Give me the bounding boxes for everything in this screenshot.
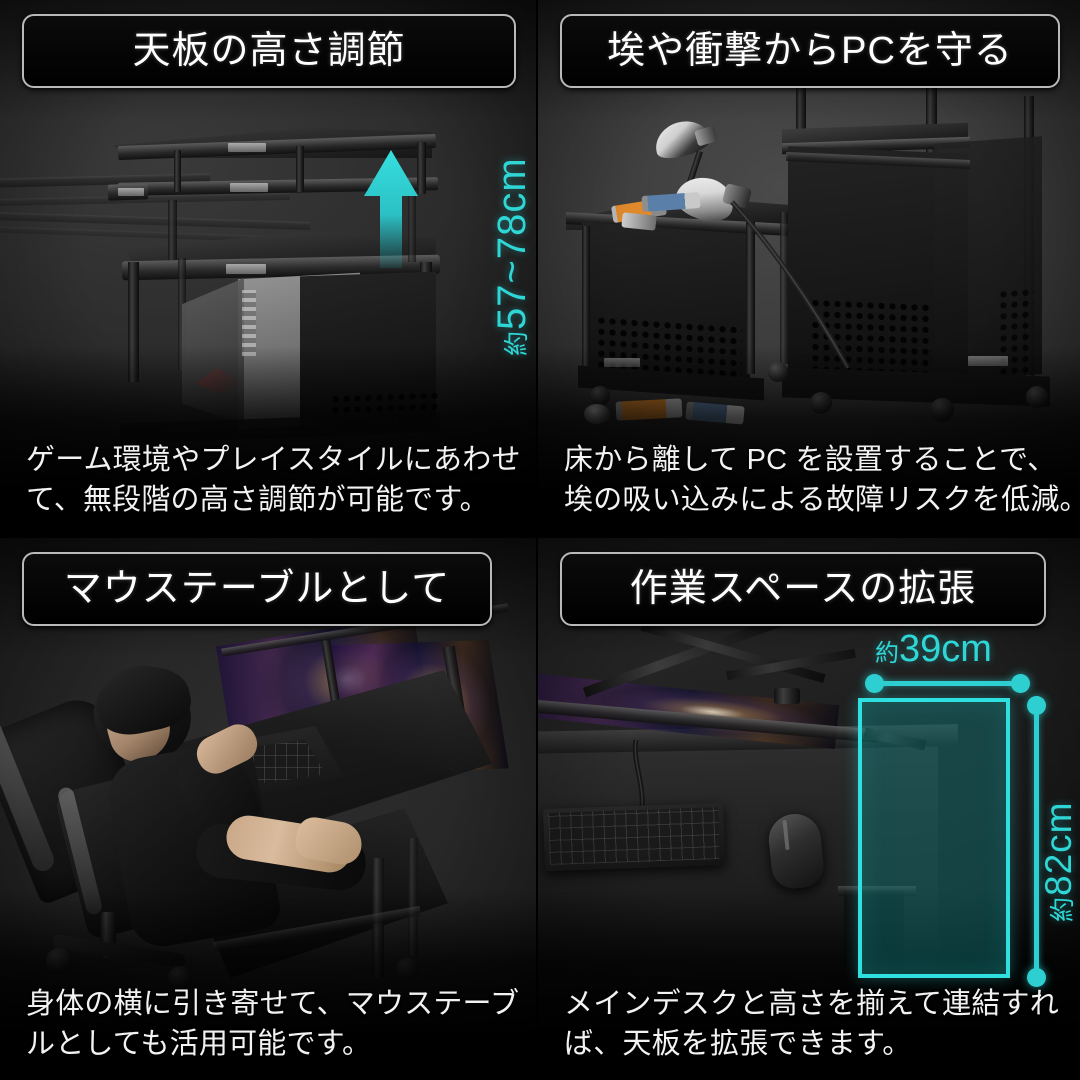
width-dimension-dot-left [865, 674, 884, 693]
height-dimension-dot-bottom [1027, 968, 1046, 987]
panel-title-text: 作業スペースの拡張 [629, 568, 977, 610]
panel-title-text: 天板の高さ調節 [132, 30, 406, 72]
height-value: 82cm [1038, 801, 1079, 896]
caption-line-2: ば、天板を拡張できます。 [564, 1027, 912, 1060]
panel-caption-workspace-expansion: メインデスクと高さを揃えて連結すれ ば、天板を拡張できます。 [564, 984, 1062, 1064]
panel-title-banner-mouse-table: マウステーブルとして [22, 552, 492, 626]
caption-line-1: ゲーム環境やプレイスタイルにあわせ [26, 443, 521, 476]
panel-photo-dust-shock-protection [538, 0, 1080, 536]
height-dimension-dot-top [1027, 696, 1046, 715]
caption-line-2: ルとしても活用可能です。 [26, 1027, 372, 1060]
panel-title-banner-height-adjustment: 天板の高さ調節 [22, 14, 516, 88]
width-dimension-line [874, 681, 1020, 686]
panel-title-text: 埃や衝撃からPCを守る [607, 30, 1013, 72]
panel-photo-mouse-table [0, 538, 536, 1080]
width-measurement-label: 約39cm [875, 628, 992, 671]
panel-dust-shock-protection: 埃や衝撃からPCを守る 床から離して PC を設置することで、 埃の吸い込みによ… [538, 0, 1080, 538]
height-dimension-line [1034, 705, 1039, 977]
width-value: 39cm [899, 628, 992, 670]
caption-line-1: 身体の横に引き寄せて、マウステーブ [26, 987, 520, 1020]
caption-line-1: メインデスクと高さを揃えて連結すれ [564, 987, 1059, 1020]
approx-prefix: 約 [503, 329, 531, 356]
panel-title-banner-dust-shock-protection: 埃や衝撃からPCを守る [560, 14, 1060, 88]
panel-caption-mouse-table: 身体の横に引き寄せて、マウステーブ ルとしても活用可能です。 [26, 984, 520, 1064]
height-range-measurement: 約57~78cm [490, 157, 535, 356]
extension-tabletop-highlight [858, 698, 1010, 978]
caption-line-1: 床から離して PC を設置することで、 [564, 443, 1057, 476]
height-measurement-label: 約82cm [1038, 802, 1080, 923]
caption-line-2: て、無段階の高さ調節が可能です。 [26, 483, 489, 516]
panel-photo-height-adjustment [0, 0, 536, 536]
approx-prefix: 約 [875, 640, 899, 667]
panel-title-text: マウステーブルとして [63, 568, 451, 610]
panel-mouse-table: マウステーブルとして 身体の横に引き寄せて、マウステーブ ルとしても活用可能です… [0, 538, 538, 1080]
caption-line-2: 埃の吸い込みによる故障リスクを低減。 [564, 483, 1080, 516]
panel-title-banner-workspace-expansion: 作業スペースの拡張 [560, 552, 1046, 626]
measurement-value: 57~78cm [490, 157, 534, 330]
height-up-arrow-icon [358, 148, 428, 270]
panel-caption-dust-shock-protection: 床から離して PC を設置することで、 埃の吸い込みによる故障リスクを低減。 [564, 440, 1080, 520]
panel-caption-height-adjustment: ゲーム環境やプレイスタイルにあわせ て、無段階の高さ調節が可能です。 [26, 440, 521, 520]
approx-prefix: 約 [1049, 895, 1077, 922]
width-dimension-dot-right [1011, 674, 1030, 693]
panel-height-adjustment: 約57~78cm 天板の高さ調節 ゲーム環境やプレイスタイルにあわせ て、無段階… [0, 0, 538, 538]
panel-workspace-expansion: 約39cm 約82cm 作業スペースの拡張 メインデスクと高さを揃えて連結すれ … [538, 538, 1080, 1080]
